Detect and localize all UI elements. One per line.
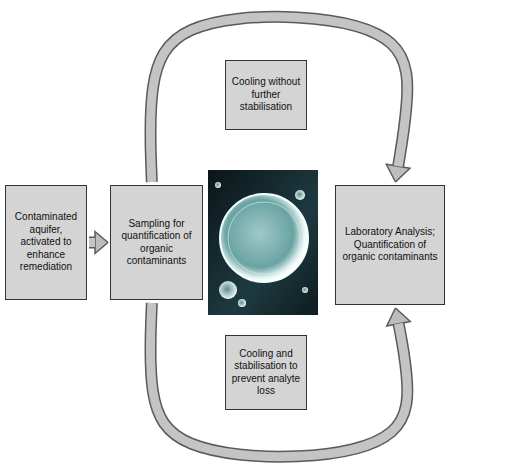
cell-bubble [220, 194, 308, 282]
arrow-head [386, 164, 410, 182]
small-bubble [295, 190, 305, 200]
process-box: Sampling for quantification of organic c… [110, 185, 203, 300]
arrow-outline [150, 303, 407, 457]
arrow-head [95, 232, 108, 254]
flow-arrow [150, 17, 410, 182]
small-bubble [302, 287, 308, 293]
arrow-head [387, 308, 411, 326]
arrow-outline [150, 17, 407, 182]
process-box: Cooling and stabilisation to prevent ana… [225, 335, 307, 410]
cell-ring [228, 202, 300, 274]
flow-arrow [89, 232, 108, 254]
box-text: Cooling and stabilisation to prevent ana… [230, 348, 302, 398]
process-box: Contaminated aquifer, activated to enhan… [5, 185, 87, 300]
box-text: Cooling without further stabilisation [230, 76, 302, 114]
small-bubble [238, 299, 246, 307]
box-text: Laboratory Analysis; Quantification of o… [340, 226, 440, 264]
small-bubble [215, 182, 221, 188]
arrow-outline [89, 237, 95, 249]
microscope-image [208, 170, 318, 315]
small-bubble [219, 281, 237, 299]
arrow-body [150, 303, 407, 457]
arrow-body [89, 238, 95, 247]
process-box: Cooling without further stabilisation [225, 60, 307, 130]
process-box: Laboratory Analysis; Quantification of o… [335, 185, 445, 305]
box-text: Sampling for quantification of organic c… [115, 218, 198, 268]
arrow-body [150, 17, 407, 182]
box-text: Contaminated aquifer, activated to enhan… [10, 211, 82, 274]
flow-arrow [150, 303, 410, 457]
